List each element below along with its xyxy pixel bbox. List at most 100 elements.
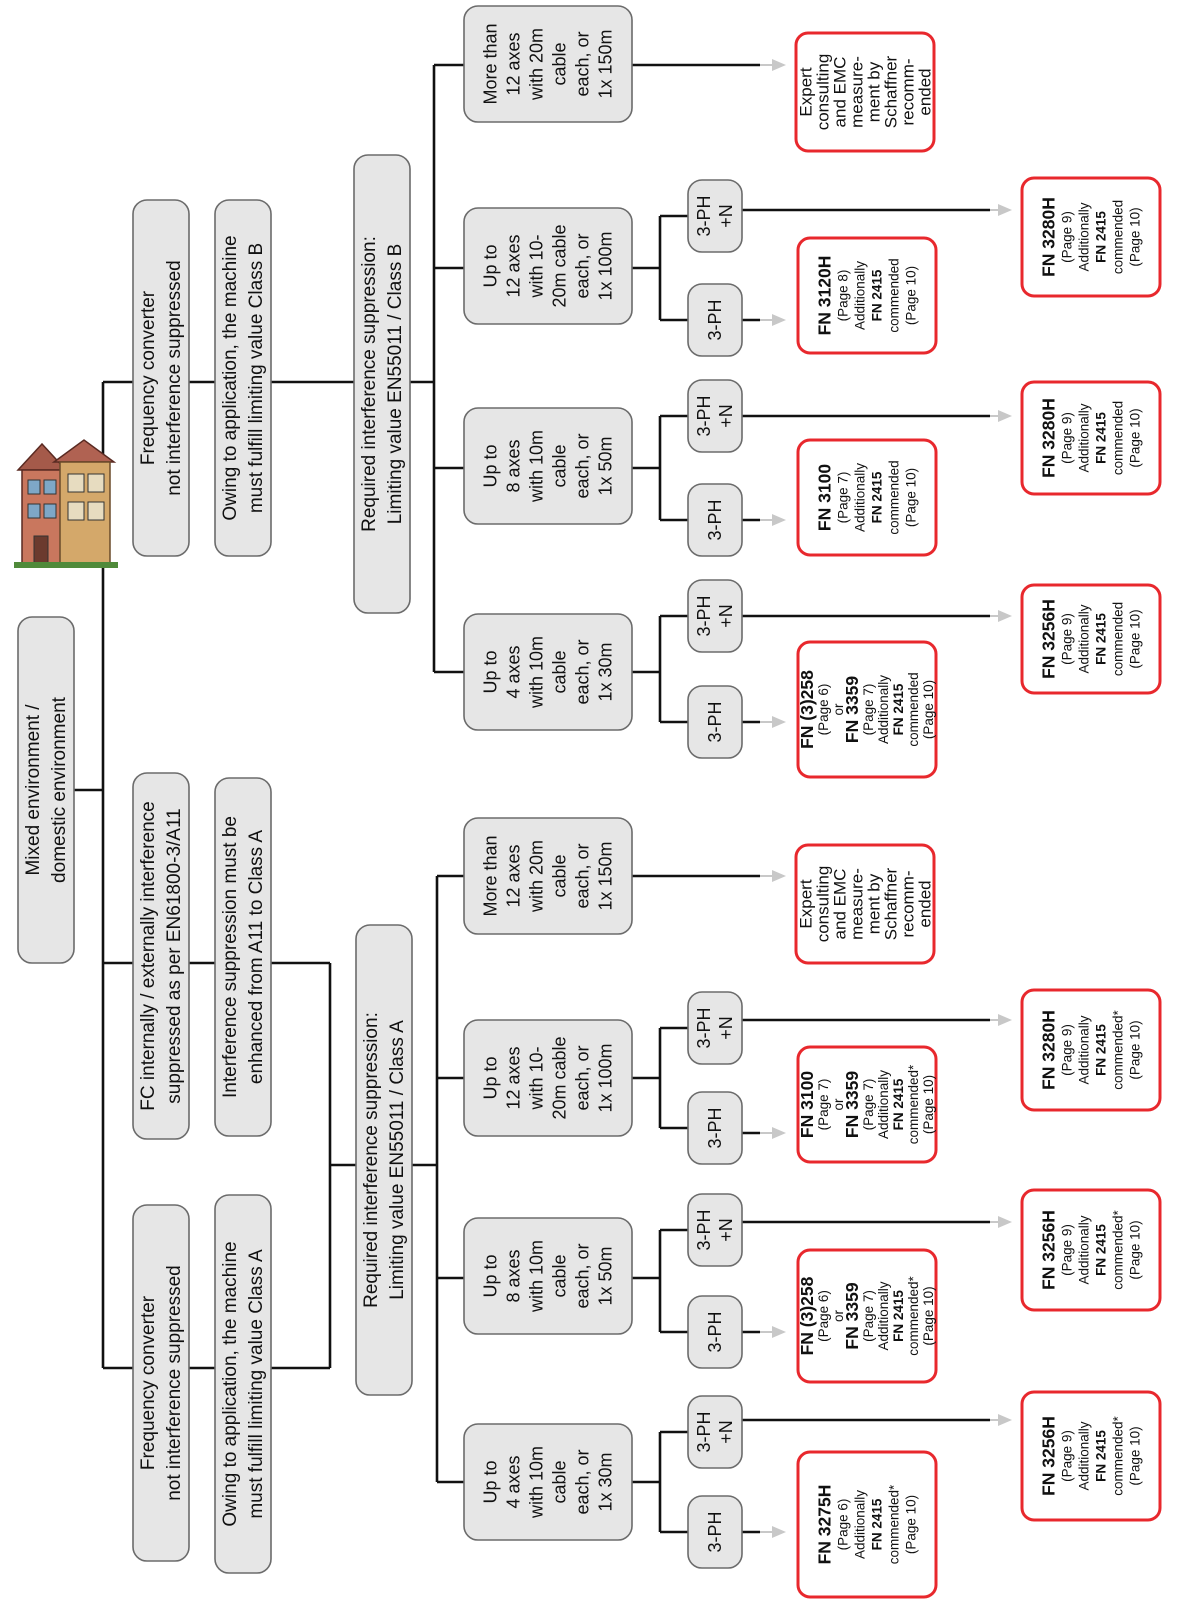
- required-class-a-frame: [355, 924, 413, 1396]
- product-a4-3phn-text-0: FN 3256H: [1039, 1416, 1059, 1496]
- phase-3ph-n-a8-frame: [687, 1193, 743, 1267]
- axes-a-12-text-3: 20m cable: [550, 1036, 570, 1119]
- product-b12-3ph-text-0: FN 3120H: [815, 256, 835, 336]
- axes-b-8-text-4: each, or: [573, 433, 593, 498]
- phase-3ph-n-a4-text-1: +N: [716, 1420, 736, 1444]
- axes-a-8-frame: [463, 1217, 633, 1335]
- arrowhead-icon: [772, 1326, 786, 1338]
- axes-a-more-text-3: cable: [550, 854, 570, 897]
- phase-3ph-n-a4: 3-PH+N: [687, 1395, 743, 1469]
- expert-b-frame: [794, 31, 936, 153]
- axes-a-12-text-4: each, or: [573, 1045, 593, 1110]
- phase-3ph-n-b12-frame: [687, 179, 743, 253]
- root-box: Mixed environment /domestic environment: [17, 616, 75, 964]
- required-class-b-text-1: Limiting value EN55011 / Class B: [385, 244, 406, 525]
- axes-a-12-text-2: with 10-: [527, 1046, 547, 1110]
- axes-a-more-text-1: 12 axes: [504, 844, 524, 907]
- product-a12-3ph-text-3: FN 3359: [842, 1071, 862, 1138]
- product-b8-3ph-text-0: FN 3100: [815, 464, 835, 531]
- expert-a-text-4: ment by: [865, 873, 884, 934]
- branch-fc-internal-text-0: FC internally / externally interference: [138, 801, 159, 1110]
- axes-b-12-frame: [463, 207, 633, 325]
- axes-a-12-text-1: 12 axes: [504, 1046, 524, 1109]
- product-a12-3ph-text-4: (Page 7): [861, 1079, 876, 1131]
- expert-a-text-2: and EMC: [831, 869, 850, 940]
- axes-b-4-text-5: 1x 30m: [596, 642, 616, 701]
- phase-3ph-n-a12-text-1: +N: [716, 1016, 736, 1040]
- axes-a-4-frame: [463, 1423, 633, 1541]
- product-a12-3ph-text-1: (Page 7): [816, 1079, 831, 1131]
- required-class-a-text-0: Required interference suppression:: [361, 1012, 382, 1308]
- required-class-a-text-1: Limiting value EN55011 / Class A: [387, 1020, 408, 1300]
- branch-fc-not-suppressed-a-frame: [132, 1204, 190, 1562]
- phase-3ph-a8-frame: [687, 1295, 743, 1369]
- product-a8-3ph-frame: [796, 1248, 938, 1384]
- expert-b-text-1: consulting: [814, 54, 833, 131]
- axes-a-more-text-2: with 20m: [527, 840, 547, 913]
- phase-3ph-n-b8-frame: [687, 379, 743, 453]
- product-b12-3phn-text-3: FN 2415: [1094, 211, 1109, 263]
- expert-a-text-3: measure-: [848, 868, 867, 940]
- product-a4-3ph-text-5: (Page 10): [904, 1495, 919, 1554]
- expert-b-text-3: measure-: [848, 56, 867, 128]
- axes-b-more-text-3: cable: [550, 42, 570, 85]
- expert-b-text-5: Schaffner: [882, 55, 901, 128]
- axes-a-8-text-0: Up to: [481, 1254, 501, 1297]
- expert-a-text-5: Schaffner: [882, 867, 901, 940]
- product-a8-3ph-text-7: commended*: [906, 1275, 921, 1355]
- branch-fc-internal-text-1: suppressed as per EN61800-3/A11: [164, 808, 185, 1103]
- phase-3ph-b8-frame: [687, 483, 743, 557]
- axes-b-12-text-2: with 10-: [527, 234, 547, 298]
- phase-3ph-n-b12-text-1: +N: [716, 204, 736, 228]
- product-a8-3ph-text-5: Additionally: [876, 1281, 891, 1350]
- phase-3ph-n-b8: 3-PH+N: [687, 379, 743, 453]
- product-a4-3phn-text-2: Additionally: [1077, 1421, 1092, 1490]
- product-b12-3ph-frame: [796, 236, 938, 355]
- axes-a-4-text-5: 1x 30m: [596, 1452, 616, 1511]
- phase-3ph-a12-text-0: 3-PH: [705, 1107, 725, 1148]
- branch-fc-not-suppressed-b-text-1: not interference suppressed: [164, 260, 185, 496]
- axes-b-more-text-1: 12 axes: [504, 32, 524, 95]
- product-b4-3ph-text-1: (Page 6): [816, 684, 831, 736]
- axes-a-more-frame: [463, 817, 633, 935]
- product-b8-3ph-text-2: Additionally: [853, 463, 868, 532]
- phase-3ph-n-a8-text-0: 3-PH: [694, 1209, 714, 1250]
- branch-fc-not-suppressed-a-text-0: Frequency converter: [138, 1295, 159, 1470]
- axes-a-12-text-0: Up to: [481, 1056, 501, 1099]
- expert-a-text-0: Expert: [797, 879, 816, 928]
- product-a4-3ph-text-4: commended*: [887, 1484, 902, 1564]
- product-b12-3phn-text-2: Additionally: [1077, 202, 1092, 271]
- class-a-enhancement-text-1: enhanced from A11 to Class A: [246, 830, 267, 1085]
- phase-3ph-n-b8-text-1: +N: [716, 404, 736, 428]
- phase-3ph-n-a4-text-0: 3-PH: [694, 1411, 714, 1452]
- product-b8-3ph-text-4: commended: [887, 460, 902, 534]
- expert-a-text-6: recomm-: [899, 870, 918, 937]
- product-b4-3phn-frame: [1020, 583, 1162, 695]
- product-a4-3phn-text-4: commended*: [1111, 1415, 1126, 1495]
- phase-3ph-b8-text-0: 3-PH: [705, 499, 725, 540]
- product-b12-3ph-text-2: Additionally: [853, 261, 868, 330]
- class-b-requirement-frame: [214, 199, 272, 557]
- product-a12-3phn-text-2: Additionally: [1077, 1015, 1092, 1084]
- axes-b-12-text-5: 1x 100m: [596, 231, 616, 300]
- phase-3ph-a4: 3-PH: [687, 1495, 743, 1569]
- class-a-enhancement-frame: [214, 777, 272, 1137]
- phase-3ph-a12-frame: [687, 1091, 743, 1165]
- product-b4-3ph-text-0: FN (3)258: [797, 670, 817, 749]
- product-a4-3phn-text-3: FN 2415: [1094, 1430, 1109, 1482]
- product-a12-3ph-text-5: Additionally: [876, 1070, 891, 1139]
- phase-3ph-n-a8-text-1: +N: [716, 1218, 736, 1242]
- arrowhead-icon: [998, 1414, 1012, 1426]
- expert-b-text-0: Expert: [797, 67, 816, 116]
- axes-b-8-frame: [463, 407, 633, 525]
- arrowhead-icon: [998, 1216, 1012, 1228]
- product-a8-3ph-text-2: or: [831, 1309, 846, 1322]
- required-class-b: Required interference suppression:Limiti…: [353, 154, 411, 614]
